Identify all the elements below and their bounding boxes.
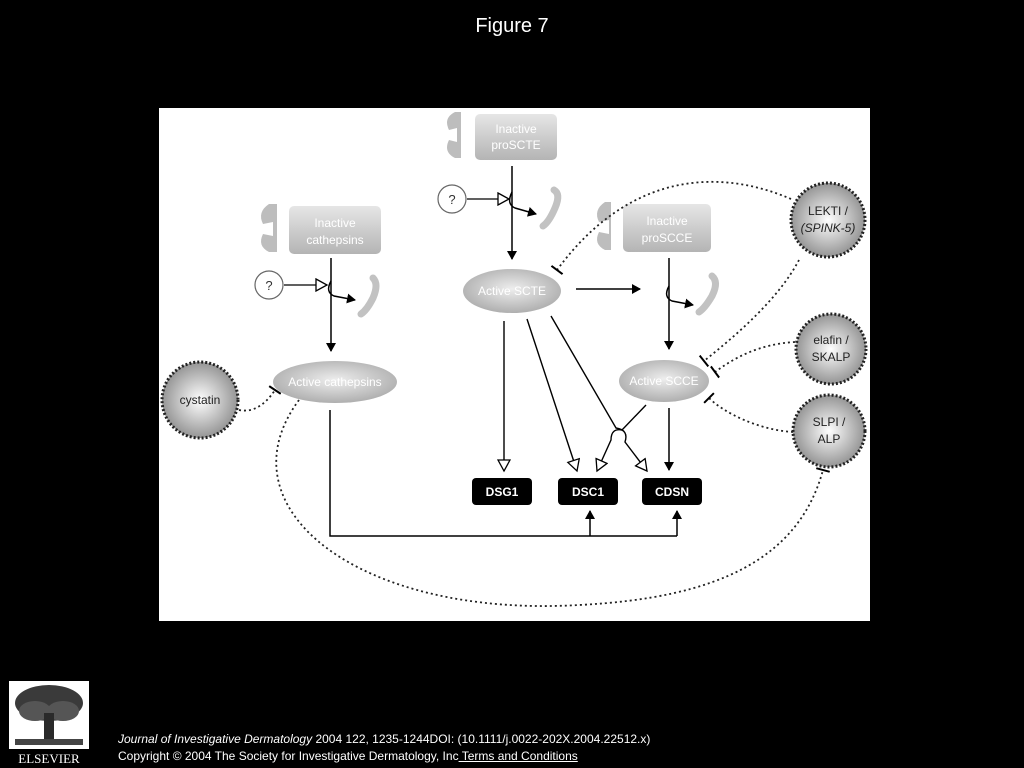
slide-title: Figure 7 <box>475 15 549 37</box>
inhibition-lekti-to-scte <box>550 180 792 275</box>
inhibition-lekti-to-scce <box>698 259 800 368</box>
svg-text:proSCCE: proSCCE <box>642 231 693 245</box>
svg-text:Inactive: Inactive <box>646 214 688 228</box>
released-propeptide-scte <box>539 186 562 230</box>
inactive-proscce-line-2: proSCCE <box>642 231 693 245</box>
svg-text:proSCTE: proSCTE <box>491 138 540 152</box>
inactive-prosctse-node: Inactive proSCTE <box>447 112 557 160</box>
slpi-node: SLPI / ALP <box>791 393 867 469</box>
elafin-line-1: elafin / <box>813 333 849 347</box>
elsevier-logo: ELSEVIER <box>9 681 89 766</box>
unknown-activator-cathepsins-label: ? <box>265 278 272 293</box>
dsg1-label: DSG1 <box>486 485 519 499</box>
inhibition-slpi-to-scce <box>703 392 794 433</box>
active-cathepsins-label: Active cathepsins <box>288 375 381 389</box>
cdsn-node: CDSN <box>642 478 702 505</box>
dsc1-node: DSC1 <box>558 478 618 505</box>
unknown-activator-scte: ? <box>437 184 467 214</box>
inactive-cathepsins-line-2: cathepsins <box>306 233 363 247</box>
cystatin-node: cystatin <box>160 360 240 440</box>
inhibition-cystatin-to-cathepsins <box>238 385 282 412</box>
cleavage-hook-scte <box>508 191 537 217</box>
arrow-scte-to-dsc1 <box>526 318 577 471</box>
tree-icon <box>15 685 83 745</box>
active-cathepsins-node: Active cathepsins <box>273 361 397 403</box>
inhibition-elafin-to-scce <box>710 341 796 379</box>
lekti-line-1: LEKTI / <box>808 204 849 218</box>
inactive-prosctse-line-2: proSCTE <box>491 138 540 152</box>
dsg1-node: DSG1 <box>472 478 532 505</box>
inhibition-slpi-to-cathepsins <box>275 399 831 607</box>
elafin-node: elafin / SKALP <box>794 312 868 386</box>
elafin-line-2: SKALP <box>812 350 851 364</box>
citation-details: 2004 122, 1235-1244DOI: (10.1111/j.0022-… <box>312 732 651 746</box>
active-scce-label: Active SCCE <box>629 374 698 388</box>
cleavage-hook-cathepsins <box>327 280 356 304</box>
copyright-text: Copyright © 2004 The Society for Investi… <box>118 749 459 763</box>
copyright-line: Copyright © 2004 The Society for Investi… <box>118 748 650 765</box>
inactive-cathepsins-line-1: Inactive <box>314 216 356 230</box>
lekti-line-2: (SPINK-5) <box>801 221 856 235</box>
inactive-prosctse-line-1: Inactive <box>495 122 537 136</box>
unknown-activator-cathepsins: ? <box>254 270 284 300</box>
arrow-scce-to-dsc1 <box>597 404 647 471</box>
cdsn-label: CDSN <box>655 485 689 499</box>
cleavage-hook-scce <box>665 285 694 309</box>
cathepsins-to-targets-line <box>329 410 677 537</box>
elsevier-logo-text: ELSEVIER <box>18 751 80 766</box>
lekti-node: LEKTI / (SPINK-5) <box>789 181 867 259</box>
active-scte-node: Active SCTE <box>463 269 561 313</box>
svg-text:Inactive: Inactive <box>495 122 537 136</box>
citation-line: Journal of Investigative Dermatology 200… <box>118 731 650 748</box>
released-propeptide-cathepsins <box>357 274 380 318</box>
diagram: Inactive proSCTE Inactive cathepsins Ina… <box>160 112 868 607</box>
arrow-scte-to-cdsn <box>550 315 647 471</box>
citation-footer: Journal of Investigative Dermatology 200… <box>118 731 650 765</box>
svg-text:cathepsins: cathepsins <box>306 233 363 247</box>
inactive-proscce-line-1: Inactive <box>646 214 688 228</box>
journal-name: Journal of Investigative Dermatology <box>118 732 313 746</box>
dsc1-label: DSC1 <box>572 485 604 499</box>
active-scte-label: Active SCTE <box>478 284 546 298</box>
terms-and-conditions-link[interactable]: Terms and Conditions <box>458 749 578 763</box>
slpi-line-1: SLPI / <box>813 415 846 429</box>
released-propeptide-scce <box>695 272 719 316</box>
inactive-cathepsins-node: Inactive cathepsins <box>261 204 381 254</box>
svg-text:Inactive: Inactive <box>314 216 356 230</box>
unknown-activator-scte-label: ? <box>448 192 455 207</box>
active-scce-node: Active SCCE <box>619 360 709 402</box>
inactive-proscce-node: Inactive proSCCE <box>597 202 711 252</box>
cystatin-label: cystatin <box>180 393 221 407</box>
slpi-line-2: ALP <box>818 432 841 446</box>
